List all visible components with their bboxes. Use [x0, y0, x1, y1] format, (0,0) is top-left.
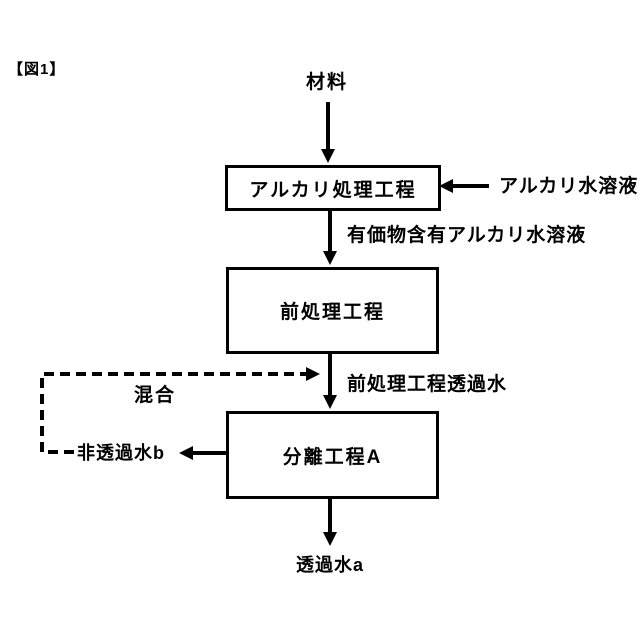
figure-number-label: 【図1】: [8, 61, 66, 78]
arrow-separation-to-non-permeate-b: [179, 446, 226, 460]
pretreatment-box: 前処理工程: [226, 267, 439, 354]
arrow-alkali-solution-in: [439, 179, 489, 193]
permeate-a-label: 透過水a: [295, 555, 364, 575]
pretreatment-box-label: 前処理工程: [279, 302, 385, 323]
arrow-alkali-to-pretreatment: [323, 205, 337, 265]
arrow-separation-to-permeate-a: [323, 493, 337, 546]
non-permeate-b-label: 非透過水b: [77, 443, 165, 463]
alkali-treatment-box-label: アルカリ処理工程: [249, 179, 417, 201]
separation-a-box: 分離工程A: [226, 411, 439, 499]
dashed-recycle-loop: [40, 367, 320, 454]
valuable-alkali-solution-label: 有価物含有アルカリ水溶液: [347, 225, 587, 246]
alkali-solution-label: アルカリ水溶液: [499, 176, 639, 197]
pretreatment-permeate-label: 前処理工程透過水: [347, 374, 508, 395]
alkali-treatment-box: アルカリ処理工程: [225, 165, 441, 211]
arrow-material-to-alkali: [321, 102, 335, 163]
arrow-pretreatment-to-separation: [323, 348, 337, 409]
mixing-label: 混合: [134, 385, 177, 406]
material-label: 材料: [305, 72, 348, 93]
separation-a-box-label: 分離工程A: [282, 446, 383, 468]
